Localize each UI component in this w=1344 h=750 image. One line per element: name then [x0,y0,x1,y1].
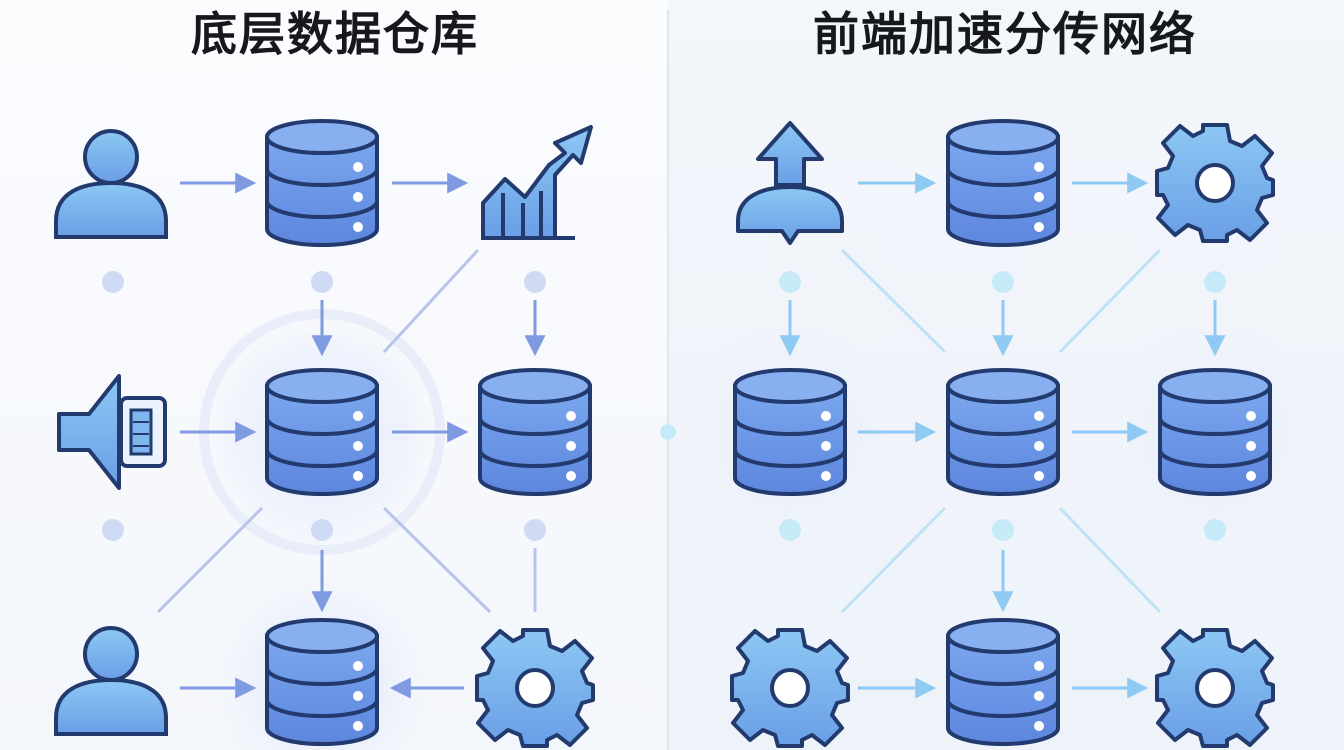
node-dot [779,519,801,541]
node-dot [524,519,546,541]
user-icon [54,626,168,736]
node-dot [102,519,124,541]
gear-icon [730,628,850,748]
connector-line [382,248,480,354]
node-dot [779,271,801,293]
gear-icon [1155,628,1275,748]
database-icon [478,368,592,496]
panel-divider [667,10,669,750]
connector-line [1058,248,1162,354]
gear-icon [475,628,595,748]
database-icon [946,119,1060,247]
node-dot [992,519,1014,541]
node-dot [1204,519,1226,541]
database-icon [1158,368,1272,496]
database-icon [946,618,1060,746]
database-icon [733,368,847,496]
left-panel-title: 底层数据仓库 [191,7,479,61]
gear-icon [1155,123,1275,243]
connector-line [156,506,264,614]
node-dot [311,519,333,541]
upload-user-icon [736,121,844,245]
connector-line [840,506,947,614]
growth-chart-icon [481,125,593,240]
node-dot [102,271,124,293]
connector-line [1058,506,1162,614]
connector-line [840,248,947,354]
database-icon [946,368,1060,496]
user-icon [54,129,168,239]
database-icon [265,368,379,496]
speaker-icon [57,374,167,490]
database-icon [265,119,379,247]
node-dot [1204,271,1226,293]
node-dot [992,271,1014,293]
connector-line [382,506,492,614]
database-icon [265,618,379,746]
divider-dot [660,424,676,440]
node-dot [524,271,546,293]
node-dot [311,271,333,293]
right-panel-title: 前端加速分传网络 [813,7,1197,61]
